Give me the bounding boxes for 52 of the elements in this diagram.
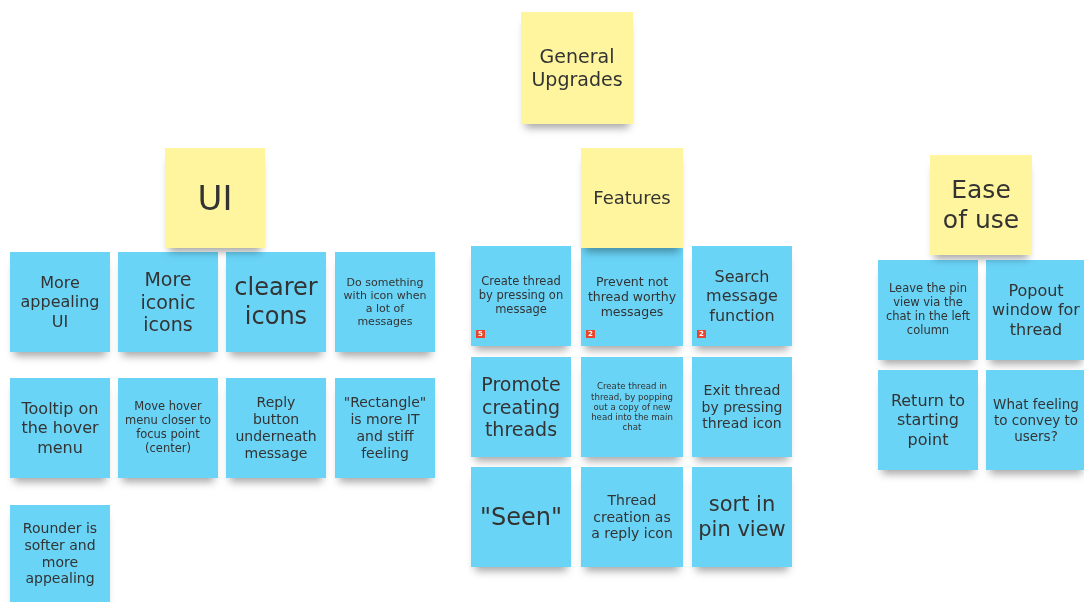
note-text: Leave the pin view via the chat in the left column [884,282,972,338]
sticky-note [118,252,218,352]
note-text: Create thread in thread, by popping out a copy of new head into the main chat [590,381,674,433]
note-text: Thread creation as a reply icon [590,491,674,543]
note-text: Exit thread by pressing thread icon [700,381,784,433]
note-text: Do something with icon when a lot of messages [342,275,428,329]
sticky-note [118,378,218,478]
note-text: What feeling to convey to users? [992,395,1080,445]
sticky-note [581,467,683,567]
note-text: More iconic icons [139,267,197,337]
sticky-note [10,505,110,602]
note-text: Reply button underneath message [234,394,318,462]
sticky-note [878,370,978,470]
note-text: sort in pin view [698,491,786,543]
sticky-note [10,378,110,478]
sticky-note [692,467,792,567]
note-text: More appealing UI [19,273,101,331]
sticky-note [10,252,110,352]
note-text: Ease of use [941,175,1021,235]
sticky-note [878,260,978,360]
note-text: Move hover menu closer to focus point (center) [124,400,212,456]
note-text: General Upgrades [530,45,624,91]
note-text: Create thread by pressing on message [477,275,565,317]
sticky-note [471,246,571,346]
sticky-note-heading [165,148,265,248]
note-text: Return to starting point [889,391,967,449]
note-text: Rounder is softer and more appealing [21,519,99,588]
sticky-note-heading [581,148,683,248]
sticky-note-heading [930,155,1032,255]
note-text: Search message function [705,267,779,325]
note-text: Prevent not thread worthy messages [587,273,677,319]
sticky-note [226,378,326,478]
sticky-note [986,260,1084,360]
note-text: "Rectangle" is more IT and stiff feeling [342,394,428,462]
sticky-note [335,378,435,478]
note-text: clearer icons [233,273,319,331]
sticky-note [581,357,683,457]
sticky-note [471,467,571,567]
note-text: Tooltip on the hover menu [20,399,100,457]
sticky-note [692,246,792,346]
note-text: UI [197,177,233,219]
sticky-note-heading [521,12,633,124]
note-text: Features [593,187,671,209]
note-text: Promote creating threads [480,372,562,442]
note-text: Popout window for thread [992,281,1080,339]
sticky-note [692,357,792,457]
sticky-note [471,357,571,457]
sticky-note [986,370,1084,470]
sticky-note [581,246,683,346]
sticky-note [226,252,326,352]
sticky-note [335,252,435,352]
note-text: "Seen" [479,502,563,532]
